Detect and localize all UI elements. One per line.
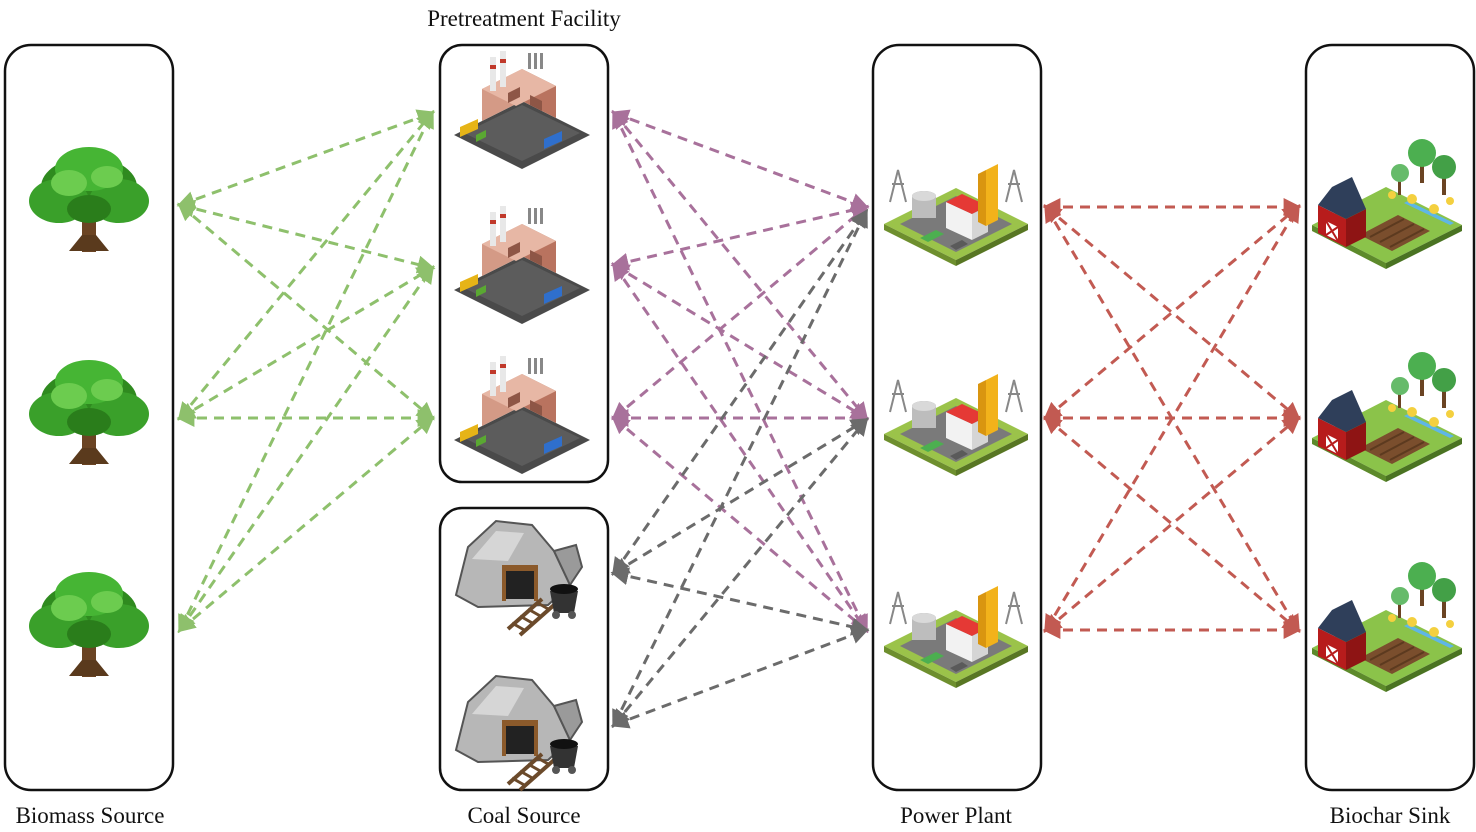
power-plant-icon <box>883 163 1029 267</box>
biomass-source-label: Biomass Source <box>16 803 165 828</box>
tree-icon <box>29 360 149 465</box>
edge-coal1-power2 <box>610 418 870 575</box>
edge-biomass2-pretreat2 <box>176 266 436 420</box>
edge-pretreat2-power1 <box>610 201 870 271</box>
tree-icon <box>29 572 149 677</box>
edge-power3-biochar2 <box>1043 415 1301 633</box>
biochar-sink-box <box>1304 43 1476 792</box>
factory-icon <box>454 206 590 324</box>
coal-mine-icon <box>454 519 584 637</box>
edge-biomass1-pretreat1 <box>176 109 436 209</box>
edge-biomass3-pretreat3 <box>177 415 435 633</box>
edge-pretreat1-power3 <box>612 109 868 634</box>
power-plant-box <box>871 43 1043 792</box>
power-to-biochar-edges <box>1042 198 1302 639</box>
coal-source-box <box>438 506 610 792</box>
power-plant-icon <box>883 373 1029 477</box>
power-plant-icon <box>883 585 1029 689</box>
pretreatment-to-power-edges <box>610 109 870 634</box>
biomass-source-box <box>3 43 175 792</box>
biochar-sink-label: Biochar Sink <box>1330 803 1451 828</box>
power-plant-label: Power Plant <box>900 803 1012 828</box>
farm-icon <box>1311 138 1463 270</box>
edge-coal2-power2 <box>611 417 869 728</box>
edge-biomass1-pretreat3 <box>177 202 435 421</box>
coal-mine-icon <box>454 674 584 792</box>
pretreatment-facility-label: Pretreatment Facility <box>427 6 621 31</box>
edge-coal1-power1 <box>611 209 869 576</box>
tree-icon <box>29 147 149 252</box>
coal-to-power-edges <box>610 208 870 729</box>
coal-source-label: Coal Source <box>467 803 580 828</box>
farm-icon <box>1311 351 1463 483</box>
edge-pretreat2-power3 <box>611 262 869 633</box>
edge-coal2-power1 <box>612 208 868 729</box>
edge-pretreat2-power2 <box>610 263 870 420</box>
factory-icon <box>454 51 590 169</box>
biomass-to-pretreatment-edges <box>176 109 436 634</box>
edge-pretreat3-power1 <box>611 204 869 421</box>
edge-biomass2-pretreat1 <box>177 110 435 421</box>
pretreatment-facility-box <box>438 43 610 484</box>
farm-icon <box>1311 561 1463 693</box>
edge-coal1-power3 <box>610 567 870 636</box>
edge-coal2-power3 <box>610 626 870 729</box>
edge-biomass1-pretreat2 <box>176 199 436 274</box>
edge-biomass3-pretreat1 <box>178 109 434 634</box>
factory-icon <box>454 356 590 474</box>
